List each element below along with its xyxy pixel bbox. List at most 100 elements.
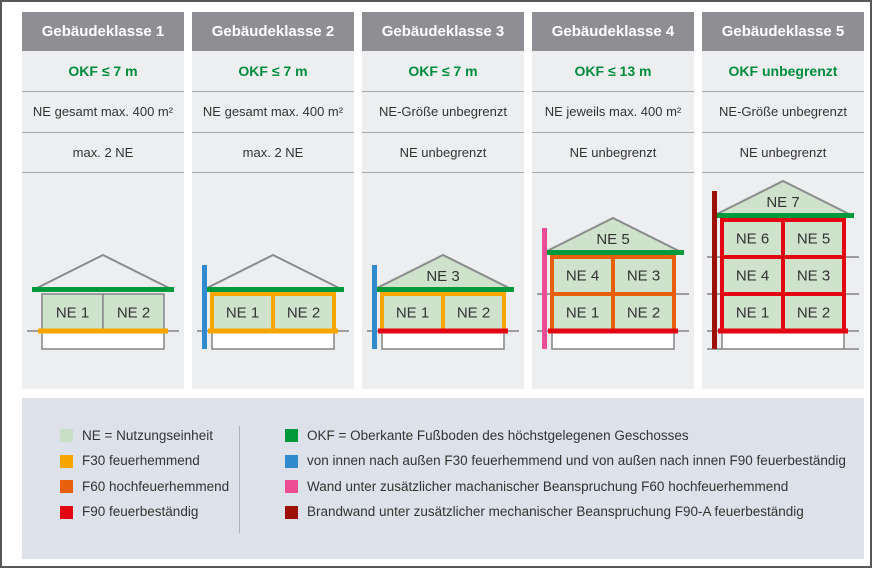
building-svg: NE 1 NE 2 [197,253,349,350]
column-gebaeudeklasse-2: Gebäudeklasse 2 OKF ≤ 7 m NE gesamt max.… [192,12,354,389]
wall-marker-line [202,265,207,349]
ne-size-row: NE jeweils max. 400 m² [532,92,694,133]
ne-cell [611,292,676,333]
okf-row: OKF ≤ 7 m [362,51,524,92]
legend-label: Wand unter zusätzlicher machanischer Bea… [307,478,789,494]
okf-line [712,213,854,218]
legend-item: Brandwand unter zusätzlicher mechanische… [285,504,855,519]
basement [211,330,335,350]
floor-bar [208,328,338,334]
legend-swatch [285,480,298,493]
column-title: Gebäudeklasse 1 [22,12,184,51]
legend-label: F30 feuerhemmend [82,453,200,468]
ne-label: NE 3 [627,268,660,285]
legend-item: F90 feuerbeständig [60,504,230,519]
roof-ne-label: NE 3 [426,268,459,285]
building-diagram: NE 1 NE 2 [22,173,184,389]
column-gebaeudeklasse-1: Gebäudeklasse 1 OKF ≤ 7 m NE gesamt max.… [22,12,184,389]
roof-ne-label: NE 5 [596,231,629,248]
ne-size-row: NE-Größe unbegrenzt [362,92,524,133]
ne-label: NE 2 [797,305,830,322]
okf-line [32,287,174,292]
ne-cell [611,255,676,296]
ne-label: NE 2 [457,305,490,322]
okf-line [542,250,684,255]
floor-bar [548,328,678,334]
building-diagram: NE 1 NE 2 [192,173,354,389]
legend-swatch [285,429,298,442]
legend-divider [239,426,240,533]
roof [32,253,174,291]
column-gebaeudeklasse-3: Gebäudeklasse 3 OKF ≤ 7 m NE-Größe unbeg… [362,12,524,389]
ne-cell [102,293,165,332]
legend-item: F60 hochfeuerhemmend [60,478,230,494]
ne-cell [781,218,846,259]
ne-count-row: max. 2 NE [22,133,184,173]
floor-bar [718,328,848,334]
legend-label: NE = Nutzungseinheit [82,427,213,443]
column-title: Gebäudeklasse 5 [702,12,864,51]
legend-swatch [285,454,298,468]
building-svg: NE 3 NE 1 NE 2 [367,253,519,350]
ne-count-row: NE unbegrenzt [532,133,694,173]
ne-label: NE 2 [627,305,660,322]
basement [381,330,505,350]
legend-item: NE = Nutzungseinheit [60,427,230,443]
wall-marker-line [712,191,717,349]
ne-label: NE 5 [797,231,830,248]
floor-bar [378,328,508,334]
ne-count-row: max. 2 NE [192,133,354,173]
legend-label: F90 feuerbeständig [82,504,199,519]
legend-swatch [60,480,73,493]
ne-count-row: NE unbegrenzt [702,133,864,173]
okf-row: OKF ≤ 7 m [22,51,184,92]
legend-swatch [60,429,73,442]
building-diagram: NE 3 NE 1 NE 2 [362,173,524,389]
ne-label: NE 2 [287,305,320,322]
legend-label: Brandwand unter zusätzlicher mechanische… [307,504,804,519]
legend-item: Wand unter zusätzlicher machanischer Bea… [285,478,855,494]
ne-count-row: NE unbegrenzt [362,133,524,173]
ne-cell [441,292,506,333]
wall-marker-line [542,228,547,349]
ne-label: NE 1 [226,305,259,322]
ne-size-row: NE-Größe unbegrenzt [702,92,864,133]
legend-swatch [60,505,73,519]
ne-label: NE 2 [117,305,150,322]
ne-label: NE 4 [736,268,769,285]
ne-label: NE 1 [566,305,599,322]
okf-row: OKF unbegrenzt [702,51,864,92]
ne-size-row: NE gesamt max. 400 m² [192,92,354,133]
building-svg: NE 1 NE 2 [27,253,179,350]
ne-label: NE 1 [736,305,769,322]
column-gebaeudeklasse-4: Gebäudeklasse 4 OKF ≤ 13 m NE jeweils ma… [532,12,694,389]
ne-label: NE 1 [396,305,429,322]
roof [202,253,344,291]
roof-ne-label: NE 7 [766,194,799,211]
ne-label: NE 6 [736,231,769,248]
column-title: Gebäudeklasse 2 [192,12,354,51]
legend-label: von innen nach außen F30 feuerhemmend un… [307,453,846,468]
ne-cell [720,255,785,296]
okf-line [202,287,344,292]
basement [721,330,845,350]
legend-item: F30 feuerhemmend [60,453,230,468]
ne-label: NE 1 [56,305,89,322]
column-title: Gebäudeklasse 3 [362,12,524,51]
okf-line [372,287,514,292]
legend-label: OKF = Oberkante Fußboden des höchstgeleg… [307,427,689,443]
legend-swatch [60,454,73,468]
wall-marker-line [372,265,377,349]
legend-column-right: OKF = Oberkante Fußboden des höchstgeleg… [285,427,855,531]
ne-cell [781,292,846,333]
legend-label: F60 hochfeuerhemmend [82,478,230,494]
okf-row: OKF ≤ 13 m [532,51,694,92]
column-gebaeudeklasse-5: Gebäudeklasse 5 OKF unbegrenzt NE-Größe … [702,12,864,389]
column-title: Gebäudeklasse 4 [532,12,694,51]
ne-size-row: NE gesamt max. 400 m² [22,92,184,133]
